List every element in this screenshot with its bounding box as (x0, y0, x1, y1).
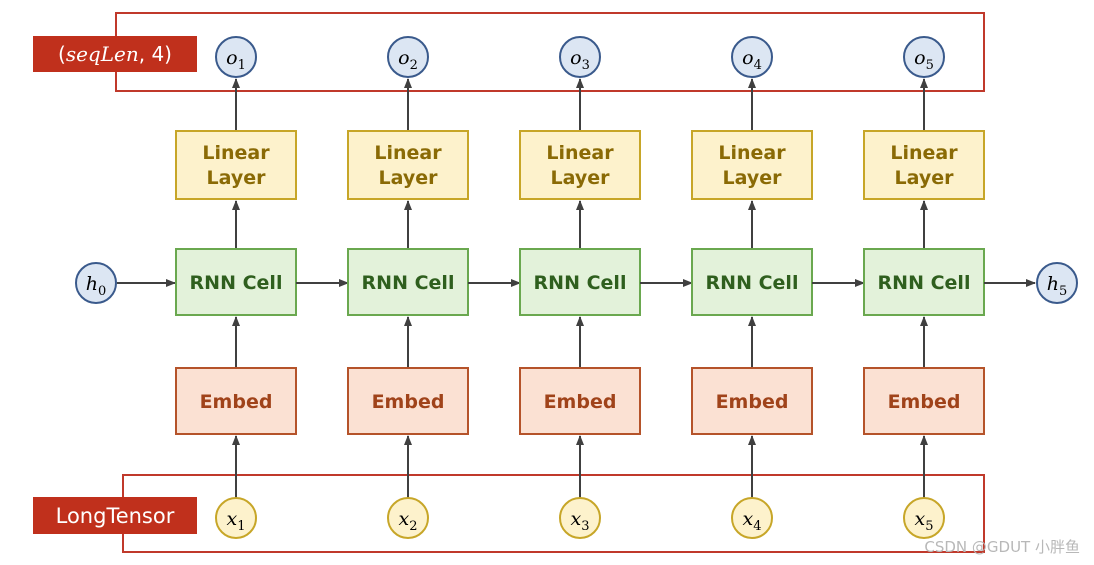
output-4-label: o4 (742, 47, 762, 73)
linear-label-line2-1: Layer (207, 167, 267, 189)
embed-label-2: Embed (372, 391, 445, 413)
input-2-label: x2 (399, 508, 418, 534)
linear-layer-4 (691, 130, 813, 200)
h0-node (75, 262, 117, 304)
embed-2 (347, 367, 469, 435)
linear-label-line1-5: Linear (890, 142, 958, 164)
linear-label-line2-4: Layer (723, 167, 783, 189)
output-3-label: o3 (570, 47, 590, 73)
output-2-label: o2 (398, 47, 418, 73)
input-2-node (387, 497, 429, 539)
input-5-label: x5 (915, 508, 934, 534)
output-2-node (387, 36, 429, 78)
input-1-label: x1 (227, 508, 246, 534)
input-5-node (903, 497, 945, 539)
linear-label-line2-5: Layer (895, 167, 955, 189)
output-4-node (731, 36, 773, 78)
input-1-node (215, 497, 257, 539)
input-3-node (559, 497, 601, 539)
rnn-label-2: RNN Cell (362, 272, 455, 294)
linear-label-line1-3: Linear (546, 142, 614, 164)
h0-label: h0 (86, 273, 107, 299)
output-5-node (903, 36, 945, 78)
linear-layer-1 (175, 130, 297, 200)
rnn-cell-5 (863, 248, 985, 316)
linear-label-line1-2: Linear (374, 142, 442, 164)
input-tag-label: LongTensor (56, 504, 175, 528)
rnn-cell-1 (175, 248, 297, 316)
rnn-cell-2 (347, 248, 469, 316)
linear-layer-3 (519, 130, 641, 200)
linear-label-line1-4: Linear (718, 142, 786, 164)
h-final-node (1036, 262, 1078, 304)
output-tag-label: (seqLen, 4) (58, 42, 172, 66)
output-5-label: o5 (914, 47, 934, 73)
embed-1 (175, 367, 297, 435)
rnn-label-3: RNN Cell (534, 272, 627, 294)
linear-layer-5 (863, 130, 985, 200)
embed-4 (691, 367, 813, 435)
output-1-label: o1 (226, 47, 246, 73)
linear-label-line1-1: Linear (202, 142, 270, 164)
rnn-label-1: RNN Cell (190, 272, 283, 294)
input-3-label: x3 (571, 508, 590, 534)
linear-label-line2-3: Layer (551, 167, 611, 189)
h-final-label: h5 (1047, 273, 1068, 299)
embed-label-1: Embed (200, 391, 273, 413)
linear-layer-2 (347, 130, 469, 200)
embed-label-5: Embed (888, 391, 961, 413)
embed-label-3: Embed (544, 391, 617, 413)
linear-label-line2-2: Layer (379, 167, 439, 189)
input-4-node (731, 497, 773, 539)
rnn-label-5: RNN Cell (878, 272, 971, 294)
embed-5 (863, 367, 985, 435)
output-3-node (559, 36, 601, 78)
rnn-cell-4 (691, 248, 813, 316)
input-4-label: x4 (743, 508, 762, 534)
rnn-label-4: RNN Cell (706, 272, 799, 294)
watermark: CSDN @GDUT 小胖鱼 (924, 538, 1080, 556)
embed-3 (519, 367, 641, 435)
input-tag (33, 497, 197, 534)
rnn-cell-3 (519, 248, 641, 316)
embed-label-4: Embed (716, 391, 789, 413)
output-tag (33, 36, 197, 72)
output-1-node (215, 36, 257, 78)
